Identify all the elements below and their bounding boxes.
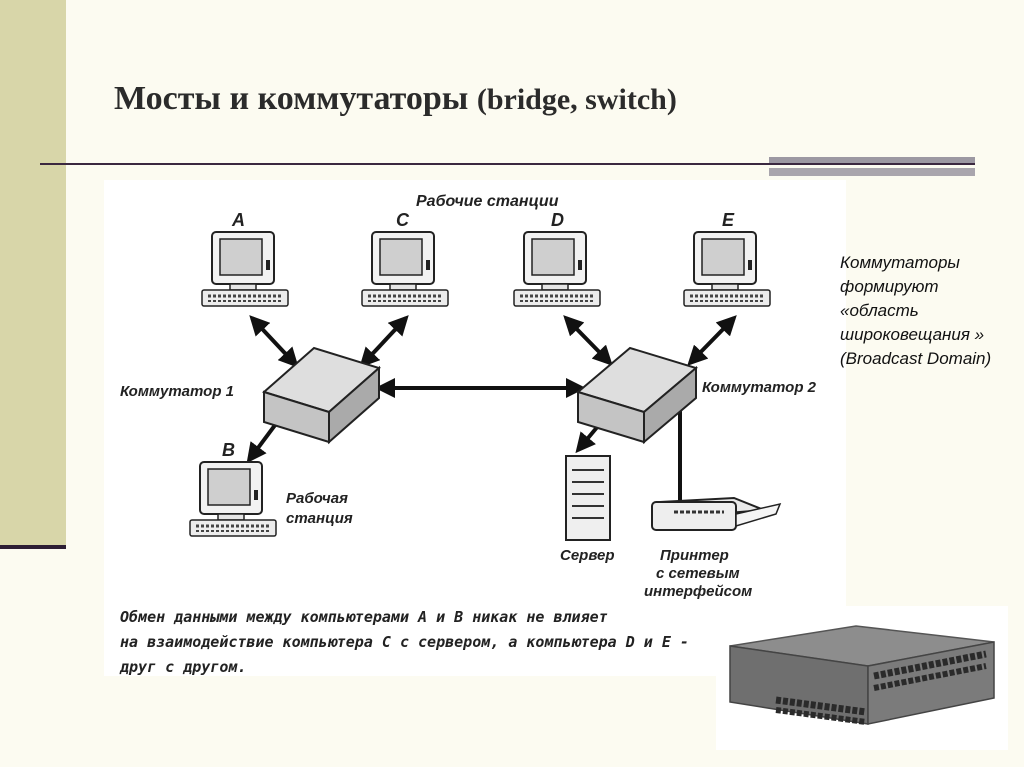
label-switch-1: Коммутатор 1: [120, 383, 234, 400]
label-d: D: [551, 210, 564, 230]
label-printer-line3: интерфейсом: [644, 583, 752, 600]
switch-1-icon: [261, 346, 382, 445]
workstation-b-icon: [188, 460, 278, 538]
label-workstation-b-line1: Рабочая: [286, 490, 348, 507]
network-diagram: Рабочие станции A C D E B Коммутатор 1 К…: [104, 180, 846, 676]
link-a-switch1: [249, 315, 299, 368]
link-d-switch2: [563, 315, 613, 366]
switch-2-icon: [575, 346, 699, 445]
slide-title: Мосты и коммутаторы (bridge, switch): [114, 80, 677, 118]
divider-accent-top: [769, 157, 975, 163]
label-switch-2: Коммутатор 2: [702, 379, 817, 396]
caption-line-2: на взаимодействие компьютера C с серверо…: [120, 633, 689, 651]
label-printer-line1: Принтер: [660, 547, 729, 564]
switch-photo-svg: [729, 625, 995, 725]
switch-photo-side: [867, 641, 995, 725]
label-c: C: [396, 210, 410, 230]
label-workstations: Рабочие станции: [416, 193, 559, 210]
workstation-d-icon: [512, 230, 602, 308]
workstation-c-icon: [360, 230, 450, 308]
title-divider: [40, 163, 975, 165]
server-icon: [565, 455, 611, 541]
link-c-switch1: [359, 315, 409, 368]
label-workstation-b-line2: станция: [286, 510, 353, 527]
label-b: B: [222, 440, 235, 460]
left-accent-band: [0, 0, 66, 548]
switch-photo: [716, 606, 1008, 750]
switch-photo-ports: [775, 650, 987, 725]
label-server: Сервер: [560, 547, 615, 564]
diagram-caption: Обмен данными между компьютерами A и B н…: [120, 605, 730, 680]
side-note: Коммутаторы формируют «область широковещ…: [840, 253, 992, 368]
link-e-switch2: [687, 315, 737, 366]
label-e: E: [722, 210, 735, 230]
title-main: Мосты и коммутаторы: [114, 80, 469, 117]
printer-icon: [651, 496, 782, 531]
label-printer-line2: с сетевым: [656, 565, 740, 582]
workstation-e-icon: [682, 230, 772, 308]
label-a: A: [231, 210, 245, 230]
caption-line-1: Обмен данными между компьютерами A и B н…: [120, 608, 608, 626]
workstation-a-icon: [200, 230, 290, 308]
title-paren: (bridge, switch): [476, 83, 677, 116]
network-diagram-svg: Рабочие станции A C D E B Коммутатор 1 К…: [120, 193, 817, 600]
left-accent-rule: [0, 545, 66, 549]
caption-line-3: друг с другом.: [120, 658, 247, 676]
divider-accent-bottom: [769, 168, 975, 176]
